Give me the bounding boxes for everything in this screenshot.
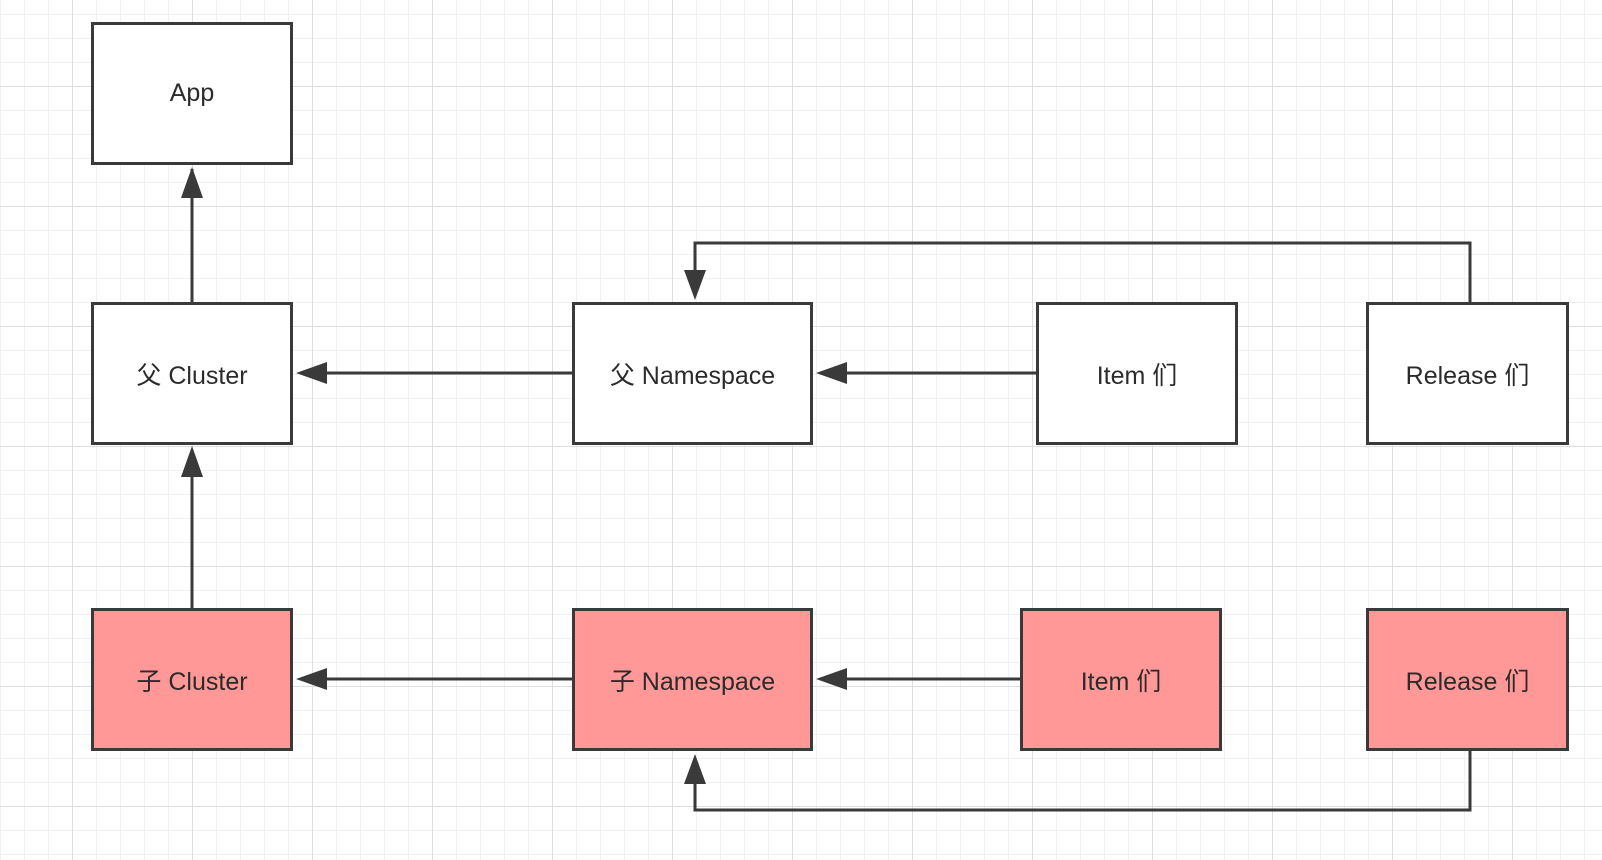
node-child-cluster-label: 子 Cluster xyxy=(136,667,248,696)
node-parent-releases-label: Release 们 xyxy=(1405,361,1530,390)
arrowhead-icon xyxy=(181,167,203,198)
arrowhead-icon xyxy=(816,668,847,690)
node-child-items[interactable]: Item 们 xyxy=(1020,608,1222,751)
node-child-items-label: Item 们 xyxy=(1080,667,1162,696)
node-parent-releases[interactable]: Release 们 xyxy=(1366,302,1569,445)
arrowhead-icon xyxy=(684,754,706,784)
node-child-cluster[interactable]: 子 Cluster xyxy=(91,608,293,751)
node-child-namespace[interactable]: 子 Namespace xyxy=(572,608,813,751)
node-child-namespace-label: 子 Namespace xyxy=(609,667,776,696)
node-app[interactable]: App xyxy=(91,22,293,165)
arrowhead-icon xyxy=(684,270,706,300)
arrowhead-icon xyxy=(296,362,327,384)
arrowhead-icon xyxy=(816,362,847,384)
node-app-label: App xyxy=(169,79,215,107)
node-child-releases-label: Release 们 xyxy=(1405,667,1530,696)
node-child-releases[interactable]: Release 们 xyxy=(1366,608,1569,751)
node-parent-cluster[interactable]: 父 Cluster xyxy=(91,302,293,445)
node-parent-items-label: Item 们 xyxy=(1096,361,1178,390)
node-parent-namespace-label: 父 Namespace xyxy=(609,361,776,390)
edge-child-releases-to-child-namespace xyxy=(693,750,1472,812)
edge-parent-releases-to-parent-namespace xyxy=(693,241,1472,302)
arrowhead-icon xyxy=(181,446,203,477)
node-parent-namespace[interactable]: 父 Namespace xyxy=(572,302,813,445)
node-parent-items[interactable]: Item 们 xyxy=(1036,302,1238,445)
node-parent-cluster-label: 父 Cluster xyxy=(136,361,248,390)
arrowhead-icon xyxy=(296,668,327,690)
